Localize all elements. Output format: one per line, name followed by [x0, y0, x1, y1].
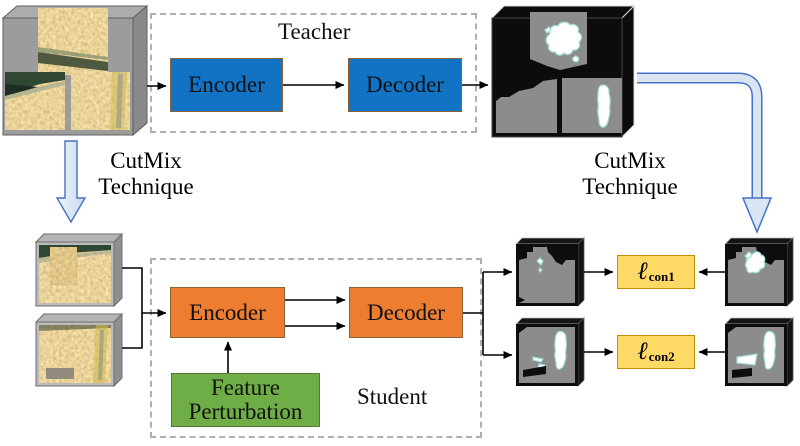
loss-con1-symbol: ℓ [637, 258, 648, 285]
student-title: Student [357, 384, 428, 409]
feature-perturbation-line1: Feature [211, 375, 280, 400]
cutmix-curved-arrow [637, 72, 773, 234]
loss-con2-box: ℓ con2 [617, 335, 695, 369]
feature-perturbation-block: Feature Perturbation [171, 373, 320, 427]
loss-con1-box: ℓ con1 [617, 255, 695, 289]
connector-arrows [122, 81, 725, 373]
student-prediction-mask-1 [515, 237, 585, 307]
student-prediction-mask-2 [515, 317, 585, 387]
loss-con1-subscript: con1 [648, 269, 675, 284]
teacher-encoder-label: Encoder [188, 72, 265, 97]
teacher-title: Teacher [278, 19, 351, 44]
cutmix-right-label: CutMix Technique [570, 148, 690, 200]
student-input-image-2 [34, 312, 124, 388]
cutmix-right-line1: CutMix [594, 148, 666, 173]
loss-con2-symbol: ℓ [637, 338, 648, 365]
input-cutmix-image [1, 4, 149, 137]
teacher-output-masks-image [490, 4, 636, 139]
student-dashed-box [150, 258, 482, 438]
teacher-pseudo-label-mask-1 [724, 237, 794, 307]
feature-perturbation-line2: Perturbation [188, 399, 303, 424]
teacher-decoder-label: Decoder [366, 72, 444, 97]
cutmix-left-line2: Technique [98, 174, 194, 199]
student-encoder-block: Encoder [170, 287, 285, 338]
teacher-dashed-box [150, 13, 477, 133]
cutmix-right-line2: Technique [582, 174, 678, 199]
student-decoder-block: Decoder [349, 287, 463, 338]
loss-con2-subscript: con2 [648, 349, 675, 364]
teacher-encoder-block: Encoder [170, 58, 283, 112]
teacher-decoder-block: Decoder [348, 58, 462, 112]
teacher-pseudo-label-mask-2 [724, 317, 794, 387]
student-decoder-label: Decoder [367, 299, 445, 325]
student-encoder-label: Encoder [189, 299, 266, 325]
student-input-image-1 [34, 232, 124, 308]
cutmix-down-arrow [55, 140, 87, 224]
cutmix-left-line1: CutMix [110, 148, 182, 173]
cutmix-left-label: CutMix Technique [88, 148, 204, 200]
